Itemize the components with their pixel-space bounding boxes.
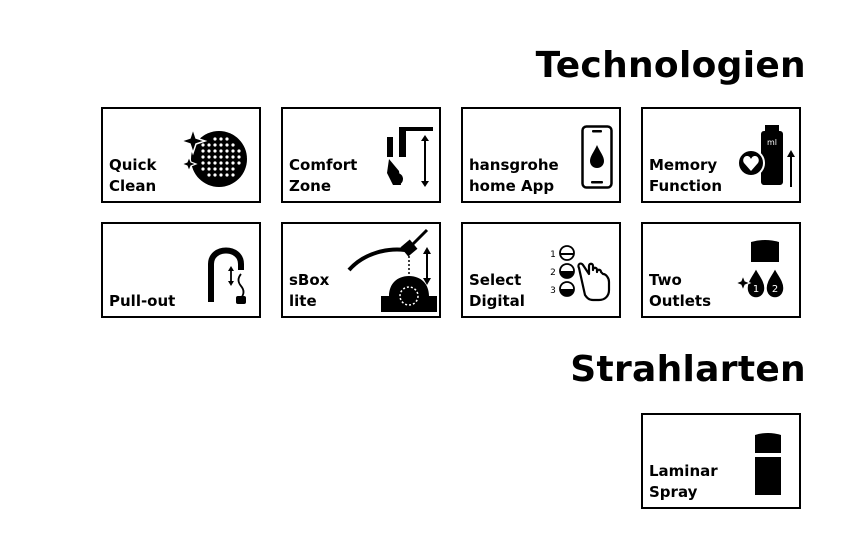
number-3: 3 <box>550 286 556 296</box>
number-1: 1 <box>550 250 556 260</box>
outlet-2-number: 2 <box>772 284 778 295</box>
spray-nozzle-dot <box>231 173 235 177</box>
pull-out-icon <box>208 247 246 304</box>
spray-nozzle-dot <box>201 143 205 147</box>
spray-nozzle-dot <box>225 149 229 153</box>
outlet-1-number: 1 <box>753 284 759 295</box>
spray-nozzle-dot <box>225 167 229 171</box>
spray-nozzle-dot <box>231 149 235 153</box>
spray-nozzle-dot <box>219 149 223 153</box>
spray-nozzle-dot <box>213 167 217 171</box>
spray-nozzle-dot <box>237 155 241 159</box>
spray-nozzle-dot <box>231 143 235 147</box>
spray-nozzle-dot <box>201 167 205 171</box>
comfort-zone-icon <box>387 127 433 187</box>
laminar-spray-icon <box>755 433 781 495</box>
spray-nozzle-dot <box>237 161 241 165</box>
spray-nozzle-dot <box>219 167 223 171</box>
sbox-lite-icon <box>347 228 437 312</box>
spray-types-heading: Strahlarten <box>570 349 806 390</box>
quick-clean-icon <box>178 126 247 187</box>
spray-nozzle-dot <box>219 161 223 165</box>
spray-nozzle-dot <box>231 167 235 171</box>
spray-nozzle-dot <box>207 149 211 153</box>
spray-nozzle-dot <box>225 161 229 165</box>
tile-pull-out[interactable]: Pull-out <box>101 222 261 318</box>
spray-nozzle-dot <box>207 155 211 159</box>
spray-nozzle-dot <box>201 161 205 165</box>
spray-nozzle-dot <box>213 149 217 153</box>
spray-nozzle-dot <box>213 161 217 165</box>
spray-nozzle-dot <box>237 149 241 153</box>
tile-label: Pull-out <box>109 292 176 310</box>
ml-label: ml <box>767 138 777 147</box>
select-digital-icon: 1 2 3 <box>550 245 611 302</box>
spray-nozzle-dot <box>231 155 235 159</box>
spray-nozzle-dot <box>225 155 229 159</box>
spray-nozzle-dot <box>219 155 223 159</box>
spray-nozzle-dot <box>207 173 211 177</box>
spray-nozzle-dot <box>225 143 229 147</box>
spray-nozzle-dot <box>201 155 205 159</box>
spray-nozzle-dot <box>213 173 217 177</box>
spray-nozzle-dot <box>201 149 205 153</box>
technologies-heading: Technologien <box>535 45 806 86</box>
spray-nozzle-dot <box>219 173 223 177</box>
spray-nozzle-dot <box>213 143 217 147</box>
spray-nozzle-dot <box>207 143 211 147</box>
spray-nozzle-dot <box>207 161 211 165</box>
two-outlets-icon: 1 2 <box>734 240 785 299</box>
smartphone-drop-icon <box>581 125 613 189</box>
spray-nozzle-dot <box>213 155 217 159</box>
spray-nozzle-dot <box>225 173 229 177</box>
spray-nozzle-dot <box>207 167 211 171</box>
memory-function-icon: ml <box>737 125 795 187</box>
spray-nozzle-dot <box>219 137 223 141</box>
spray-nozzle-dot <box>225 137 229 141</box>
spray-nozzle-dot <box>231 161 235 165</box>
number-2: 2 <box>550 268 556 278</box>
spray-nozzle-dot <box>213 137 217 141</box>
spray-nozzle-dot <box>219 143 223 147</box>
